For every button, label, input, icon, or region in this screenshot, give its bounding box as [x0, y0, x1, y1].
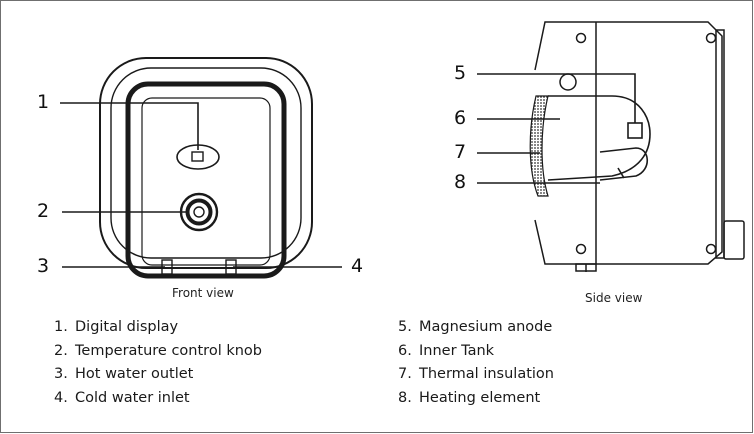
- callout-5: 5: [454, 62, 467, 84]
- legend-left: 1. Digital display 2. Temperature control …: [54, 316, 262, 410]
- side-callout-lines: [477, 73, 636, 184]
- legend-number: 7.: [398, 366, 412, 383]
- legend-item: 4. Cold water inlet: [54, 387, 262, 411]
- front-view-drawing: [99, 57, 313, 279]
- legend-item: 6. Inner Tank: [398, 340, 554, 364]
- legend-item: 2. Temperature control knob: [54, 340, 262, 364]
- callout-2: 2: [37, 200, 50, 222]
- callout-line-1: [60, 102, 199, 150]
- thermal-insulation-layer: [529, 95, 549, 197]
- legend-label: Inner Tank: [419, 342, 495, 359]
- callout-line-5: [477, 73, 636, 123]
- legend-label: Temperature control knob: [75, 342, 262, 359]
- front-panel-inner: [141, 97, 271, 266]
- legend-number: 8.: [398, 389, 412, 406]
- legend-label: Thermal insulation: [419, 366, 554, 383]
- legend-item: 5. Magnesium anode: [398, 316, 554, 340]
- side-wall-bracket: [723, 220, 745, 260]
- legend-label: Magnesium anode: [419, 319, 553, 335]
- mount-hole-top-left: [575, 32, 587, 44]
- legend-label: Heating element: [419, 389, 541, 406]
- magnesium-anode: [627, 122, 643, 139]
- front-callout-lines: [60, 102, 342, 268]
- side-back-plate: [715, 29, 725, 259]
- side-view-drawing: [534, 21, 745, 272]
- legend-number: 6.: [398, 342, 412, 359]
- display-screen-icon: [191, 151, 204, 162]
- callout-6: 6: [454, 107, 467, 129]
- heating-element-tip: [617, 167, 625, 179]
- legend-number: 3.: [54, 366, 68, 383]
- legend-number: 2.: [54, 342, 68, 359]
- legend-item: 3. Hot water outlet: [54, 363, 262, 387]
- legend-right: 5. Magnesium anode 6. Inner Tank 7. Thermal…: [398, 316, 554, 410]
- knob-inner: [185, 198, 213, 226]
- inner-tank-outline: [547, 95, 651, 181]
- side-body-outline: [534, 21, 723, 265]
- mount-hole-top-right: [705, 32, 717, 44]
- heater-outer-shell: [99, 57, 313, 269]
- legend-label: Digital display: [75, 319, 179, 335]
- mount-hole-bottom-left: [575, 243, 587, 255]
- legend-number: 1.: [54, 319, 68, 335]
- heater-shell-inner-rim: [110, 67, 302, 259]
- side-internal-components: [547, 95, 651, 181]
- heating-element-loop: [599, 147, 649, 181]
- callout-8: 8: [454, 171, 467, 193]
- legend-label: Hot water outlet: [75, 366, 194, 383]
- callout-1: 1: [37, 91, 50, 113]
- legend-number: 4.: [54, 389, 68, 406]
- front-panel: [125, 81, 287, 279]
- knob-center: [193, 206, 205, 218]
- legend-item: 1. Digital display: [54, 316, 262, 340]
- legend-item: 8. Heating element: [398, 387, 554, 411]
- side-view-caption: Side view: [585, 291, 643, 305]
- mount-hole-bottom-right: [705, 243, 717, 255]
- legend-item: 7. Thermal insulation: [398, 363, 554, 387]
- front-view-caption: Front view: [172, 286, 234, 300]
- legend-label: Cold water inlet: [75, 389, 190, 406]
- callout-3: 3: [37, 255, 50, 277]
- callout-7: 7: [454, 141, 467, 163]
- side-fitting-circle: [559, 73, 577, 91]
- legend-number: 5.: [398, 319, 412, 335]
- callout-4: 4: [351, 255, 364, 277]
